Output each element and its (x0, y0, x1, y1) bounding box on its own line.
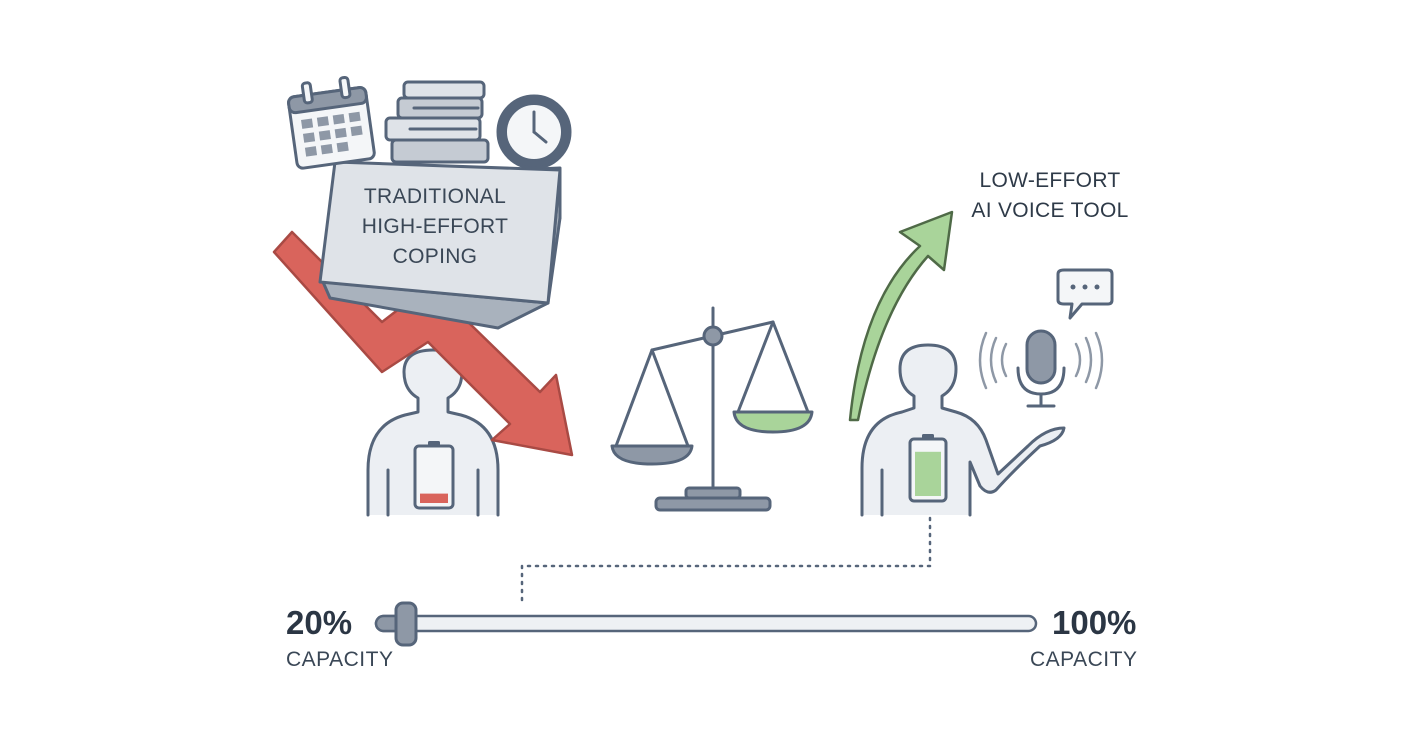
speech-bubble-icon (1056, 268, 1114, 320)
box-label: TRADITIONAL HIGH-EFFORT COPING (330, 182, 540, 272)
slider-track (374, 614, 1038, 633)
left-person-figure (366, 348, 500, 517)
slider-min-value: 20% (286, 604, 353, 641)
down-trend-arrow-icon (272, 230, 574, 457)
battery-low-icon (413, 441, 455, 510)
calendar-icon (287, 75, 376, 170)
box-label-line-1: TRADITIONAL (363, 185, 507, 208)
up-arrow-icon (848, 210, 954, 422)
slider-min-caption: CAPACITY (286, 648, 394, 671)
slider-max-caption: CAPACITY (1030, 648, 1138, 671)
heavy-coping-box (318, 160, 562, 330)
slider-max-value: 100% (1052, 604, 1137, 641)
ai-tool-label-line-2: AI VOICE TOOL (971, 199, 1129, 222)
balance-scale-icon (610, 306, 814, 512)
capacity-slider[interactable] (374, 601, 1038, 647)
books-icon (384, 80, 490, 164)
slider-thumb[interactable] (394, 601, 418, 647)
dotted-connector (520, 516, 932, 606)
clock-icon (496, 94, 572, 170)
ai-tool-label: LOW-EFFORT AI VOICE TOOL (940, 166, 1160, 226)
microphone-icon (1016, 329, 1066, 408)
battery-full-icon (908, 434, 948, 503)
sound-waves-icon (978, 331, 1104, 390)
ai-tool-label-line-1: LOW-EFFORT (979, 169, 1121, 192)
box-label-line-2: HIGH-EFFORT (361, 215, 509, 238)
box-label-line-3: COPING (392, 245, 478, 268)
